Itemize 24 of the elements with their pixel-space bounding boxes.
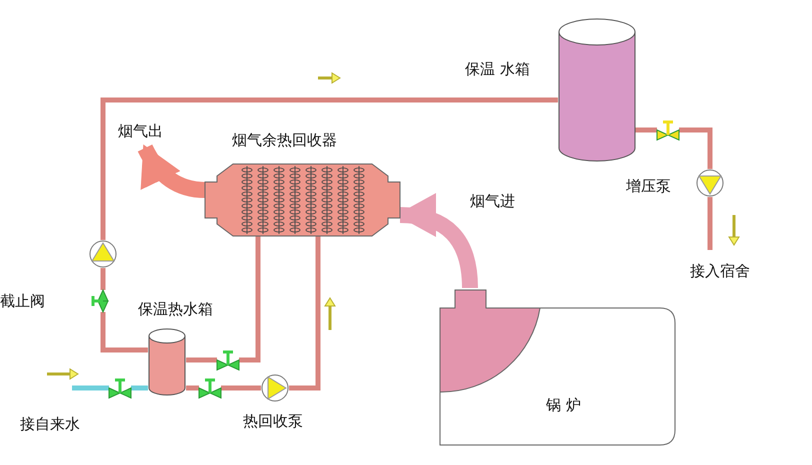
tank-label: 保温热水箱 (138, 300, 213, 318)
tank-label: 保温 水箱 (465, 60, 530, 78)
pipe (186, 386, 199, 390)
pipe (100, 312, 148, 352)
edge-label: 烟气出 (118, 122, 163, 140)
edge-label: 烟气进 (470, 192, 515, 210)
pipe (186, 358, 217, 362)
edge-label: 接自来水 (20, 415, 80, 433)
pipe (221, 386, 261, 390)
equipment-label: 增压泵 (626, 177, 671, 195)
pipe (131, 386, 148, 390)
equipment-label: 热回收泵 (243, 412, 303, 430)
pipe (100, 268, 106, 290)
pipe (635, 128, 657, 132)
pipe (679, 128, 712, 169)
boiler-label: 锅 炉 (546, 396, 581, 414)
pipe (289, 236, 320, 390)
pipe (239, 236, 260, 362)
pipe (708, 197, 712, 250)
pipe (72, 386, 109, 390)
heading-text: 烟气余热回收器 (232, 131, 337, 149)
equipment-label: 截止阀 (0, 292, 45, 310)
pipe (100, 98, 558, 240)
edge-label: 接入宿舍 (690, 262, 750, 280)
